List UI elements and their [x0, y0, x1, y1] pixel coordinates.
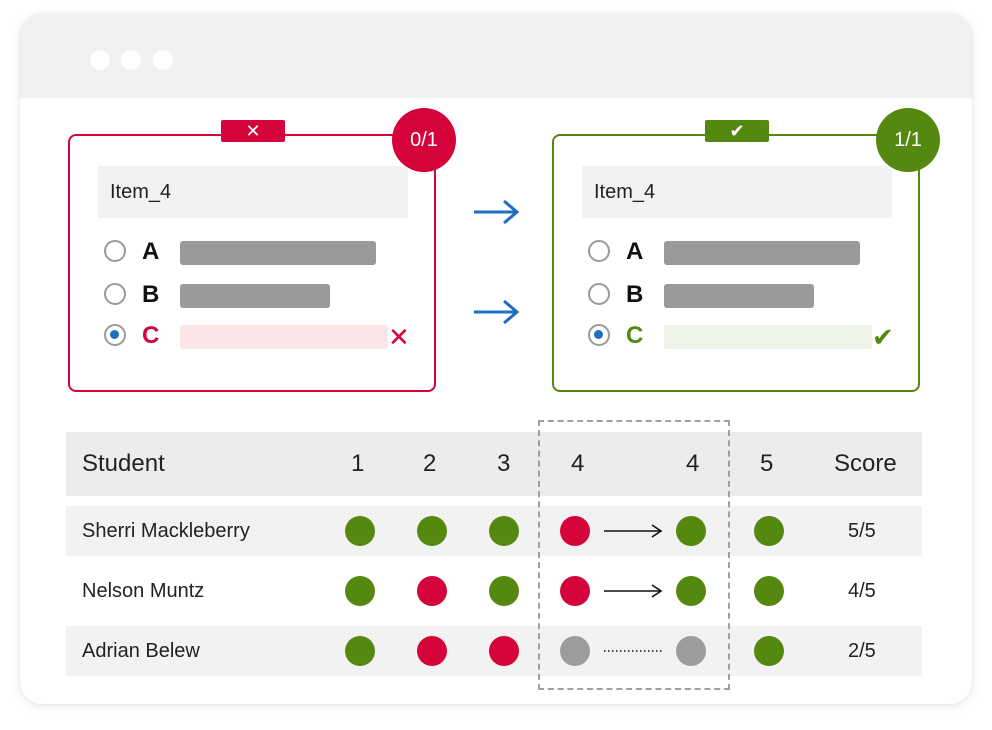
header-col-5: 5 — [760, 450, 774, 477]
result-dot-incorrect — [560, 576, 590, 606]
student-name: Nelson Muntz — [82, 580, 205, 602]
student-score: 4/5 — [848, 580, 876, 602]
radio-button-selected[interactable] — [104, 324, 126, 346]
result-dot-correct — [754, 636, 784, 666]
item-title: Item_4 — [98, 166, 408, 218]
radio-button[interactable] — [588, 283, 610, 305]
change-arrow-icon — [604, 524, 663, 538]
before-question-card: Item_4 A B C ✕ — [68, 134, 436, 392]
incorrect-x-icon: ✕ — [388, 322, 410, 352]
result-dot-incorrect — [489, 636, 519, 666]
header-col-1: 1 — [351, 450, 365, 477]
regrade-highlight-box — [538, 420, 730, 690]
result-dot-incorrect — [417, 576, 447, 606]
option-text-placeholder — [664, 284, 814, 308]
result-dot-incorrect — [560, 516, 590, 546]
radio-button[interactable] — [104, 283, 126, 305]
result-dot-unanswered — [560, 636, 590, 666]
student-score: 2/5 — [848, 640, 876, 662]
change-arrow-icon — [604, 584, 663, 598]
result-dot-correct — [676, 516, 706, 546]
window-dot — [90, 50, 110, 70]
radio-button-selected[interactable] — [588, 324, 610, 346]
option-text-placeholder — [180, 284, 330, 308]
header-col-4-before: 4 — [571, 450, 585, 477]
option-a[interactable]: A — [588, 238, 908, 268]
no-change-dotted-line — [604, 650, 662, 652]
results-table-header: Student 1 2 3 4 4 5 Score — [66, 432, 922, 496]
result-dot-correct — [489, 576, 519, 606]
correct-tag: ✔ — [705, 120, 769, 142]
option-a[interactable]: A — [104, 238, 424, 268]
option-letter: C — [142, 322, 160, 349]
radio-button[interactable] — [588, 240, 610, 262]
option-text-placeholder — [180, 241, 376, 265]
result-dot-correct — [345, 576, 375, 606]
score-badge: 1/1 — [876, 108, 940, 172]
option-text-placeholder — [664, 241, 860, 265]
window-dot — [153, 50, 173, 70]
option-b[interactable]: B — [104, 281, 424, 311]
option-letter: C — [626, 322, 644, 349]
result-dot-correct — [754, 516, 784, 546]
result-dot-correct — [754, 576, 784, 606]
option-letter: A — [142, 238, 160, 265]
check-icon: ✔ — [872, 322, 894, 352]
table-row: Adrian Belew 2/5 — [66, 626, 922, 676]
option-text-placeholder — [180, 325, 388, 349]
table-row: Sherri Mackleberry 5/5 — [66, 506, 922, 556]
header-col-3: 3 — [497, 450, 511, 477]
option-letter: B — [626, 281, 644, 308]
item-title: Item_4 — [582, 166, 892, 218]
option-b[interactable]: B — [588, 281, 908, 311]
result-dot-correct — [676, 576, 706, 606]
radio-button[interactable] — [104, 240, 126, 262]
header-col-2: 2 — [423, 450, 437, 477]
student-name: Adrian Belew — [82, 640, 200, 662]
window-dot — [121, 50, 141, 70]
result-dot-unanswered — [676, 636, 706, 666]
header-student: Student — [82, 450, 165, 477]
result-dot-correct — [345, 636, 375, 666]
option-text-placeholder — [664, 325, 872, 349]
student-name: Sherri Mackleberry — [82, 520, 250, 542]
option-c[interactable]: C ✕ — [104, 322, 424, 352]
result-dot-correct — [345, 516, 375, 546]
right-arrow-icon — [474, 199, 520, 225]
after-question-card: Item_4 A B C ✔ — [552, 134, 920, 392]
option-letter: A — [626, 238, 644, 265]
window-titlebar — [20, 14, 972, 98]
result-dot-correct — [489, 516, 519, 546]
result-dot-correct — [417, 516, 447, 546]
option-letter: B — [142, 281, 160, 308]
result-dot-incorrect — [417, 636, 447, 666]
header-col-4-after: 4 — [686, 450, 700, 477]
option-c[interactable]: C ✔ — [588, 322, 908, 352]
right-arrow-icon — [474, 299, 520, 325]
score-badge: 0/1 — [392, 108, 456, 172]
incorrect-tag: ✕ — [221, 120, 285, 142]
table-row: Nelson Muntz 4/5 — [66, 566, 922, 616]
check-icon: ✔ — [729, 121, 745, 141]
student-score: 5/5 — [848, 520, 876, 542]
header-score: Score — [834, 450, 897, 477]
close-icon: ✕ — [245, 121, 261, 141]
